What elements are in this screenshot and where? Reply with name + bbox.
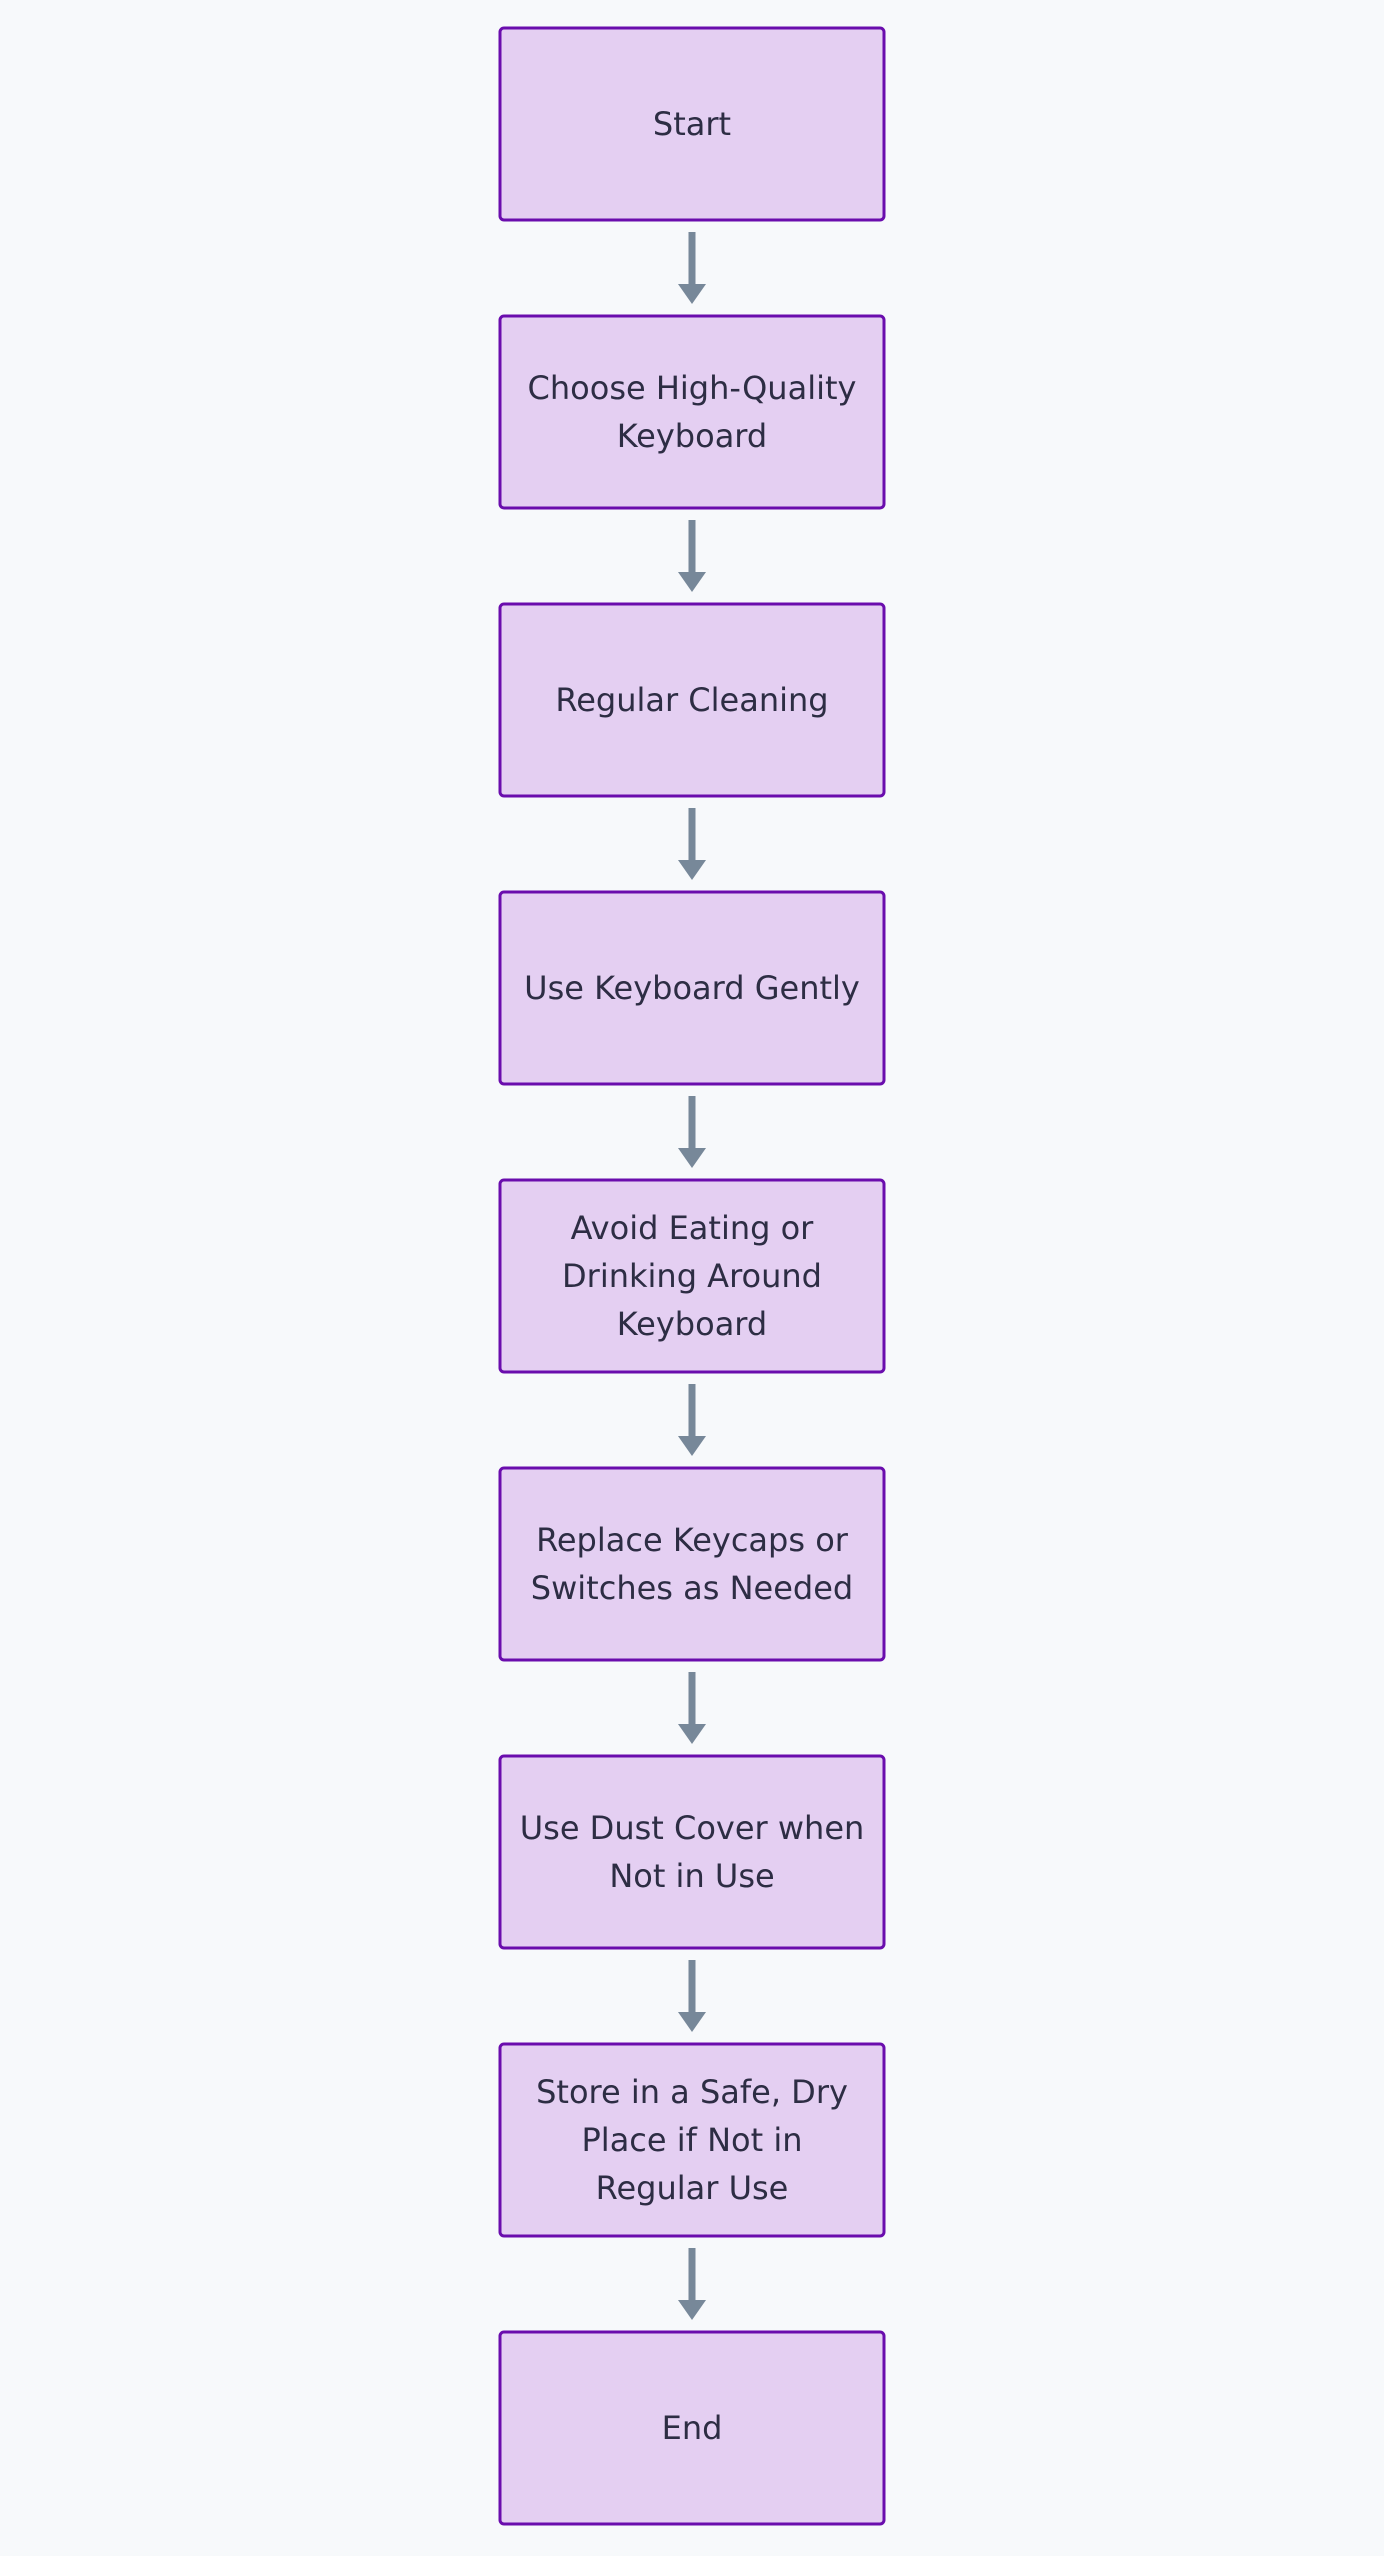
flow-node-use-gently: Use Keyboard Gently: [498, 890, 886, 1086]
flow-arrow-store-safe-to-end: [678, 2248, 706, 2320]
flow-node-box: [498, 890, 886, 1086]
flow-node-replace-keycaps: Replace Keycaps or Switches as Needed: [498, 1466, 886, 1662]
flow-node-label: Keyboard: [617, 1305, 767, 1343]
flow-arrow-dust-cover-to-store-safe: [678, 1960, 706, 2032]
flow-node-box: [498, 1466, 886, 1662]
flow-node-start: Start: [498, 26, 886, 222]
flow-arrow-start-to-choose-keyboard: [678, 232, 706, 304]
flow-arrow-avoid-eating-to-replace-keycaps: [678, 1384, 706, 1456]
flow-node-label: Choose High-Quality: [528, 369, 857, 407]
flow-node-label: Avoid Eating or: [571, 1209, 815, 1247]
edges-layer: [678, 232, 706, 2320]
flow-node-end: End: [498, 2330, 886, 2526]
arrow-head-icon: [678, 1436, 706, 1456]
flow-node-label: Place if Not in: [582, 2121, 803, 2159]
flow-arrow-replace-keycaps-to-dust-cover: [678, 1672, 706, 1744]
flow-node-label: Replace Keycaps or: [536, 1521, 849, 1559]
flow-node-box: [498, 2330, 886, 2526]
flow-node-label: Not in Use: [609, 1857, 774, 1895]
flow-node-box: [498, 602, 886, 798]
flow-node-label: Regular Cleaning: [555, 681, 828, 719]
flow-node-label: Store in a Safe, Dry: [536, 2073, 848, 2111]
flow-node-label: Use Dust Cover when: [520, 1809, 865, 1847]
flow-arrow-choose-keyboard-to-regular-cleaning: [678, 520, 706, 592]
flow-node-box: [498, 26, 886, 222]
arrow-head-icon: [678, 1148, 706, 1168]
flow-node-label: Keyboard: [617, 417, 767, 455]
flow-node-box: [498, 1178, 886, 1374]
flow-node-label: End: [662, 2409, 723, 2447]
flow-node-regular-cleaning: Regular Cleaning: [498, 602, 886, 798]
flow-node-label: Drinking Around: [562, 1257, 822, 1295]
arrow-head-icon: [678, 572, 706, 592]
flow-node-box: [498, 1754, 886, 1950]
flow-node-label: Regular Use: [596, 2169, 789, 2207]
arrow-head-icon: [678, 2012, 706, 2032]
flow-arrow-regular-cleaning-to-use-gently: [678, 808, 706, 880]
flow-node-box: [498, 314, 886, 510]
arrow-head-icon: [678, 1724, 706, 1744]
arrow-head-icon: [678, 2300, 706, 2320]
arrow-head-icon: [678, 284, 706, 304]
arrow-head-icon: [678, 860, 706, 880]
flow-node-label: Switches as Needed: [531, 1569, 853, 1607]
flow-node-label: Start: [653, 105, 731, 143]
flow-node-box: [498, 2042, 886, 2238]
flow-arrow-use-gently-to-avoid-eating: [678, 1096, 706, 1168]
flow-node-label: Use Keyboard Gently: [524, 969, 860, 1007]
